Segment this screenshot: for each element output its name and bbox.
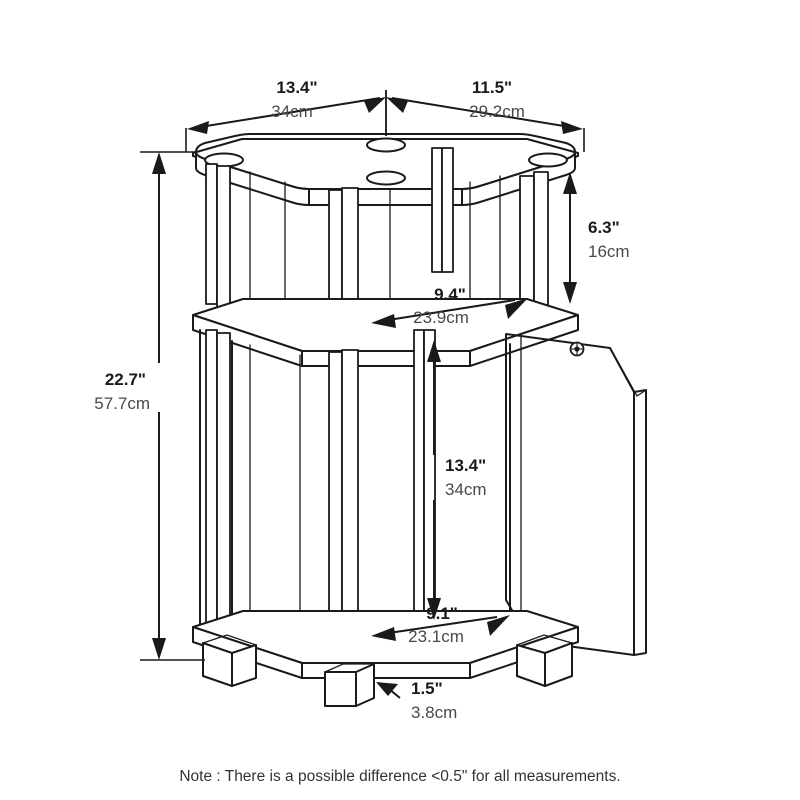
dimension-arrow-icon	[376, 682, 398, 696]
dimension-arrow-icon	[386, 97, 408, 113]
post-upper-back-left	[205, 163, 231, 308]
top-depth-imperial: 11.5"	[472, 78, 512, 97]
dimension-foot-height: 1.5" 3.8cm	[376, 679, 457, 722]
dimension-upper-shelf-gap: 6.3" 16cm	[563, 172, 630, 304]
cabinet-door-panel	[505, 333, 635, 656]
middle-shelf-metric: 23.9cm	[413, 308, 469, 327]
foot-right-rear	[516, 634, 573, 687]
foot-front-center	[324, 663, 375, 707]
rear-guide-lines-upper	[249, 171, 501, 301]
dimension-arrow-icon	[364, 97, 386, 113]
top-panel	[192, 133, 579, 206]
dimension-cabinet-height: 13.4" 34cm	[427, 340, 487, 620]
dimension-arrow-icon	[427, 340, 441, 362]
top-hole-front-center	[366, 170, 406, 186]
dimension-arrow-icon	[487, 615, 510, 636]
lower-post-group	[205, 329, 436, 638]
dimension-top-width: 13.4" 34cm	[185, 78, 387, 152]
dimension-arrow-icon	[371, 627, 396, 641]
dimension-top-depth: 11.5" 29.2cm	[385, 78, 585, 152]
bottom-shelf-imperial: 9.1"	[426, 604, 458, 623]
dimension-arrow-icon	[563, 172, 577, 194]
cabinet-body	[199, 329, 511, 639]
post-upper-front-left	[328, 187, 359, 319]
foot-left-rear	[202, 634, 257, 687]
post-upper-back-right	[431, 147, 454, 273]
post-upper-right	[519, 171, 549, 311]
upper-gap-imperial: 6.3"	[588, 218, 620, 237]
total-height-metric: 57.7cm	[94, 394, 150, 413]
top-depth-metric: 29.2cm	[469, 102, 525, 121]
top-width-metric: 34cm	[271, 102, 313, 121]
top-hole-rear-center	[366, 137, 406, 153]
dimension-arrow-icon	[187, 121, 209, 134]
top-width-imperial: 13.4"	[276, 78, 317, 97]
cabinet-door-thickness	[633, 389, 647, 656]
dimension-arrow-icon	[505, 298, 528, 319]
cabinet-height-imperial: 13.4"	[445, 456, 486, 475]
foot-group	[202, 634, 573, 707]
cabinet-height-metric: 34cm	[445, 480, 487, 499]
foot-height-imperial: 1.5"	[411, 679, 443, 698]
dimension-arrow-icon	[563, 282, 577, 304]
dimension-total-height: 22.7" 57.7cm	[94, 151, 205, 661]
measurement-note: Note : There is a possible difference <0…	[179, 768, 620, 785]
foot-height-metric: 3.8cm	[411, 703, 457, 722]
hinge-screw-icon	[569, 341, 585, 357]
dimension-bottom-shelf-width: 9.1" 23.1cm	[371, 604, 510, 646]
post-lower-rear	[413, 329, 436, 612]
dimension-arrow-icon	[152, 638, 166, 660]
post-lower-front-center	[328, 349, 359, 638]
dimension-arrow-icon	[152, 152, 166, 174]
dimension-arrow-icon	[427, 598, 441, 620]
dimension-arrow-icon	[561, 121, 583, 134]
dimension-middle-shelf-width: 9.4" 23.9cm	[371, 285, 528, 328]
total-height-imperial: 22.7"	[105, 370, 146, 389]
middle-shelf-front-edge	[301, 350, 471, 367]
bottom-shelf-metric: 23.1cm	[408, 627, 464, 646]
upper-gap-metric: 16cm	[588, 242, 630, 261]
top-hole-right	[528, 152, 568, 168]
dimension-arrow-icon	[371, 314, 396, 328]
cabinet-interior-guides	[249, 344, 301, 633]
cabinet-door-bevel	[612, 352, 647, 397]
post-lower-left	[205, 329, 231, 630]
middle-shelf-imperial: 9.4"	[434, 285, 466, 304]
middle-shelf	[192, 298, 579, 367]
cabinet-door	[505, 333, 647, 656]
